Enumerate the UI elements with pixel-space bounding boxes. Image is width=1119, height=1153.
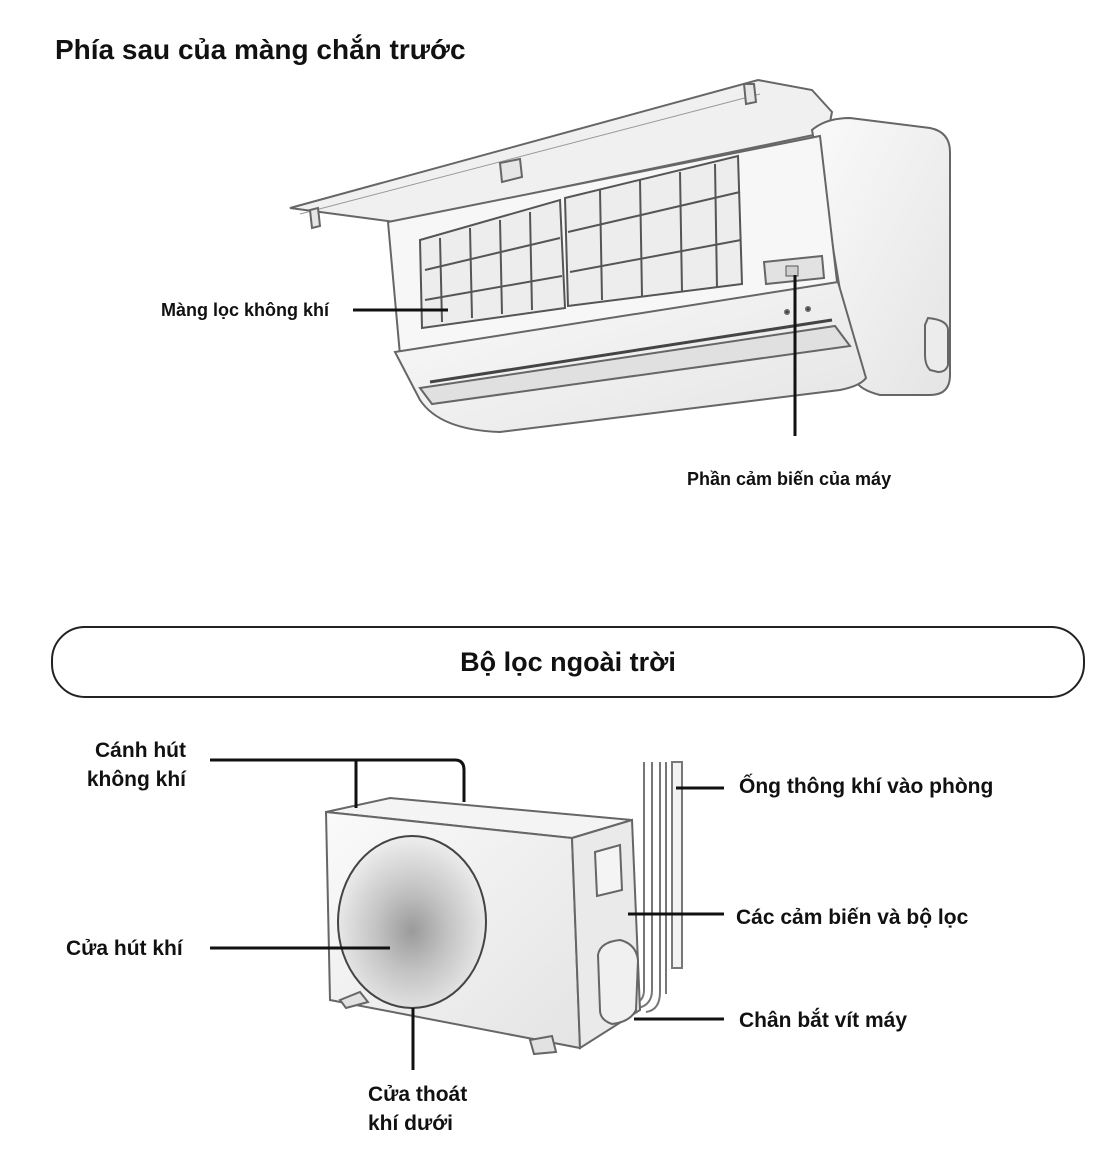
- fan-grille: [337, 835, 487, 1009]
- intake-fins-label: Cánh hút không khí: [86, 739, 186, 791]
- filter-left: [418, 198, 567, 330]
- air-inlet-label: Cửa hút khí: [66, 937, 183, 960]
- outdoor-section-title: Bộ lọc ngoài trời: [460, 646, 676, 677]
- indoor-unit-illustration: [289, 78, 951, 434]
- filter-right: [563, 154, 744, 308]
- foot-right: [528, 1034, 558, 1056]
- air-filter-label: Màng lọc không khí: [161, 300, 330, 320]
- outdoor-section-header: Bộ lọc ngoài trời: [51, 626, 1085, 698]
- sensors-filters-label: Các cảm biến và bộ lọc: [736, 906, 969, 929]
- indoor-section-title: Phía sau của màng chắn trước: [55, 34, 466, 65]
- foot-left: [338, 990, 370, 1010]
- intake-fins-leader: [210, 758, 466, 808]
- ventilation-pipe-label: Ống thông khí vào phòng: [739, 775, 994, 798]
- mounting-feet-label: Chân bắt vít máy: [739, 1009, 908, 1032]
- bottom-outlet-label: Cửa thoát khí dưới: [368, 1083, 468, 1135]
- outdoor-unit-illustration: [324, 761, 683, 1056]
- sensor-part-label: Phần cảm biến của máy: [687, 469, 892, 489]
